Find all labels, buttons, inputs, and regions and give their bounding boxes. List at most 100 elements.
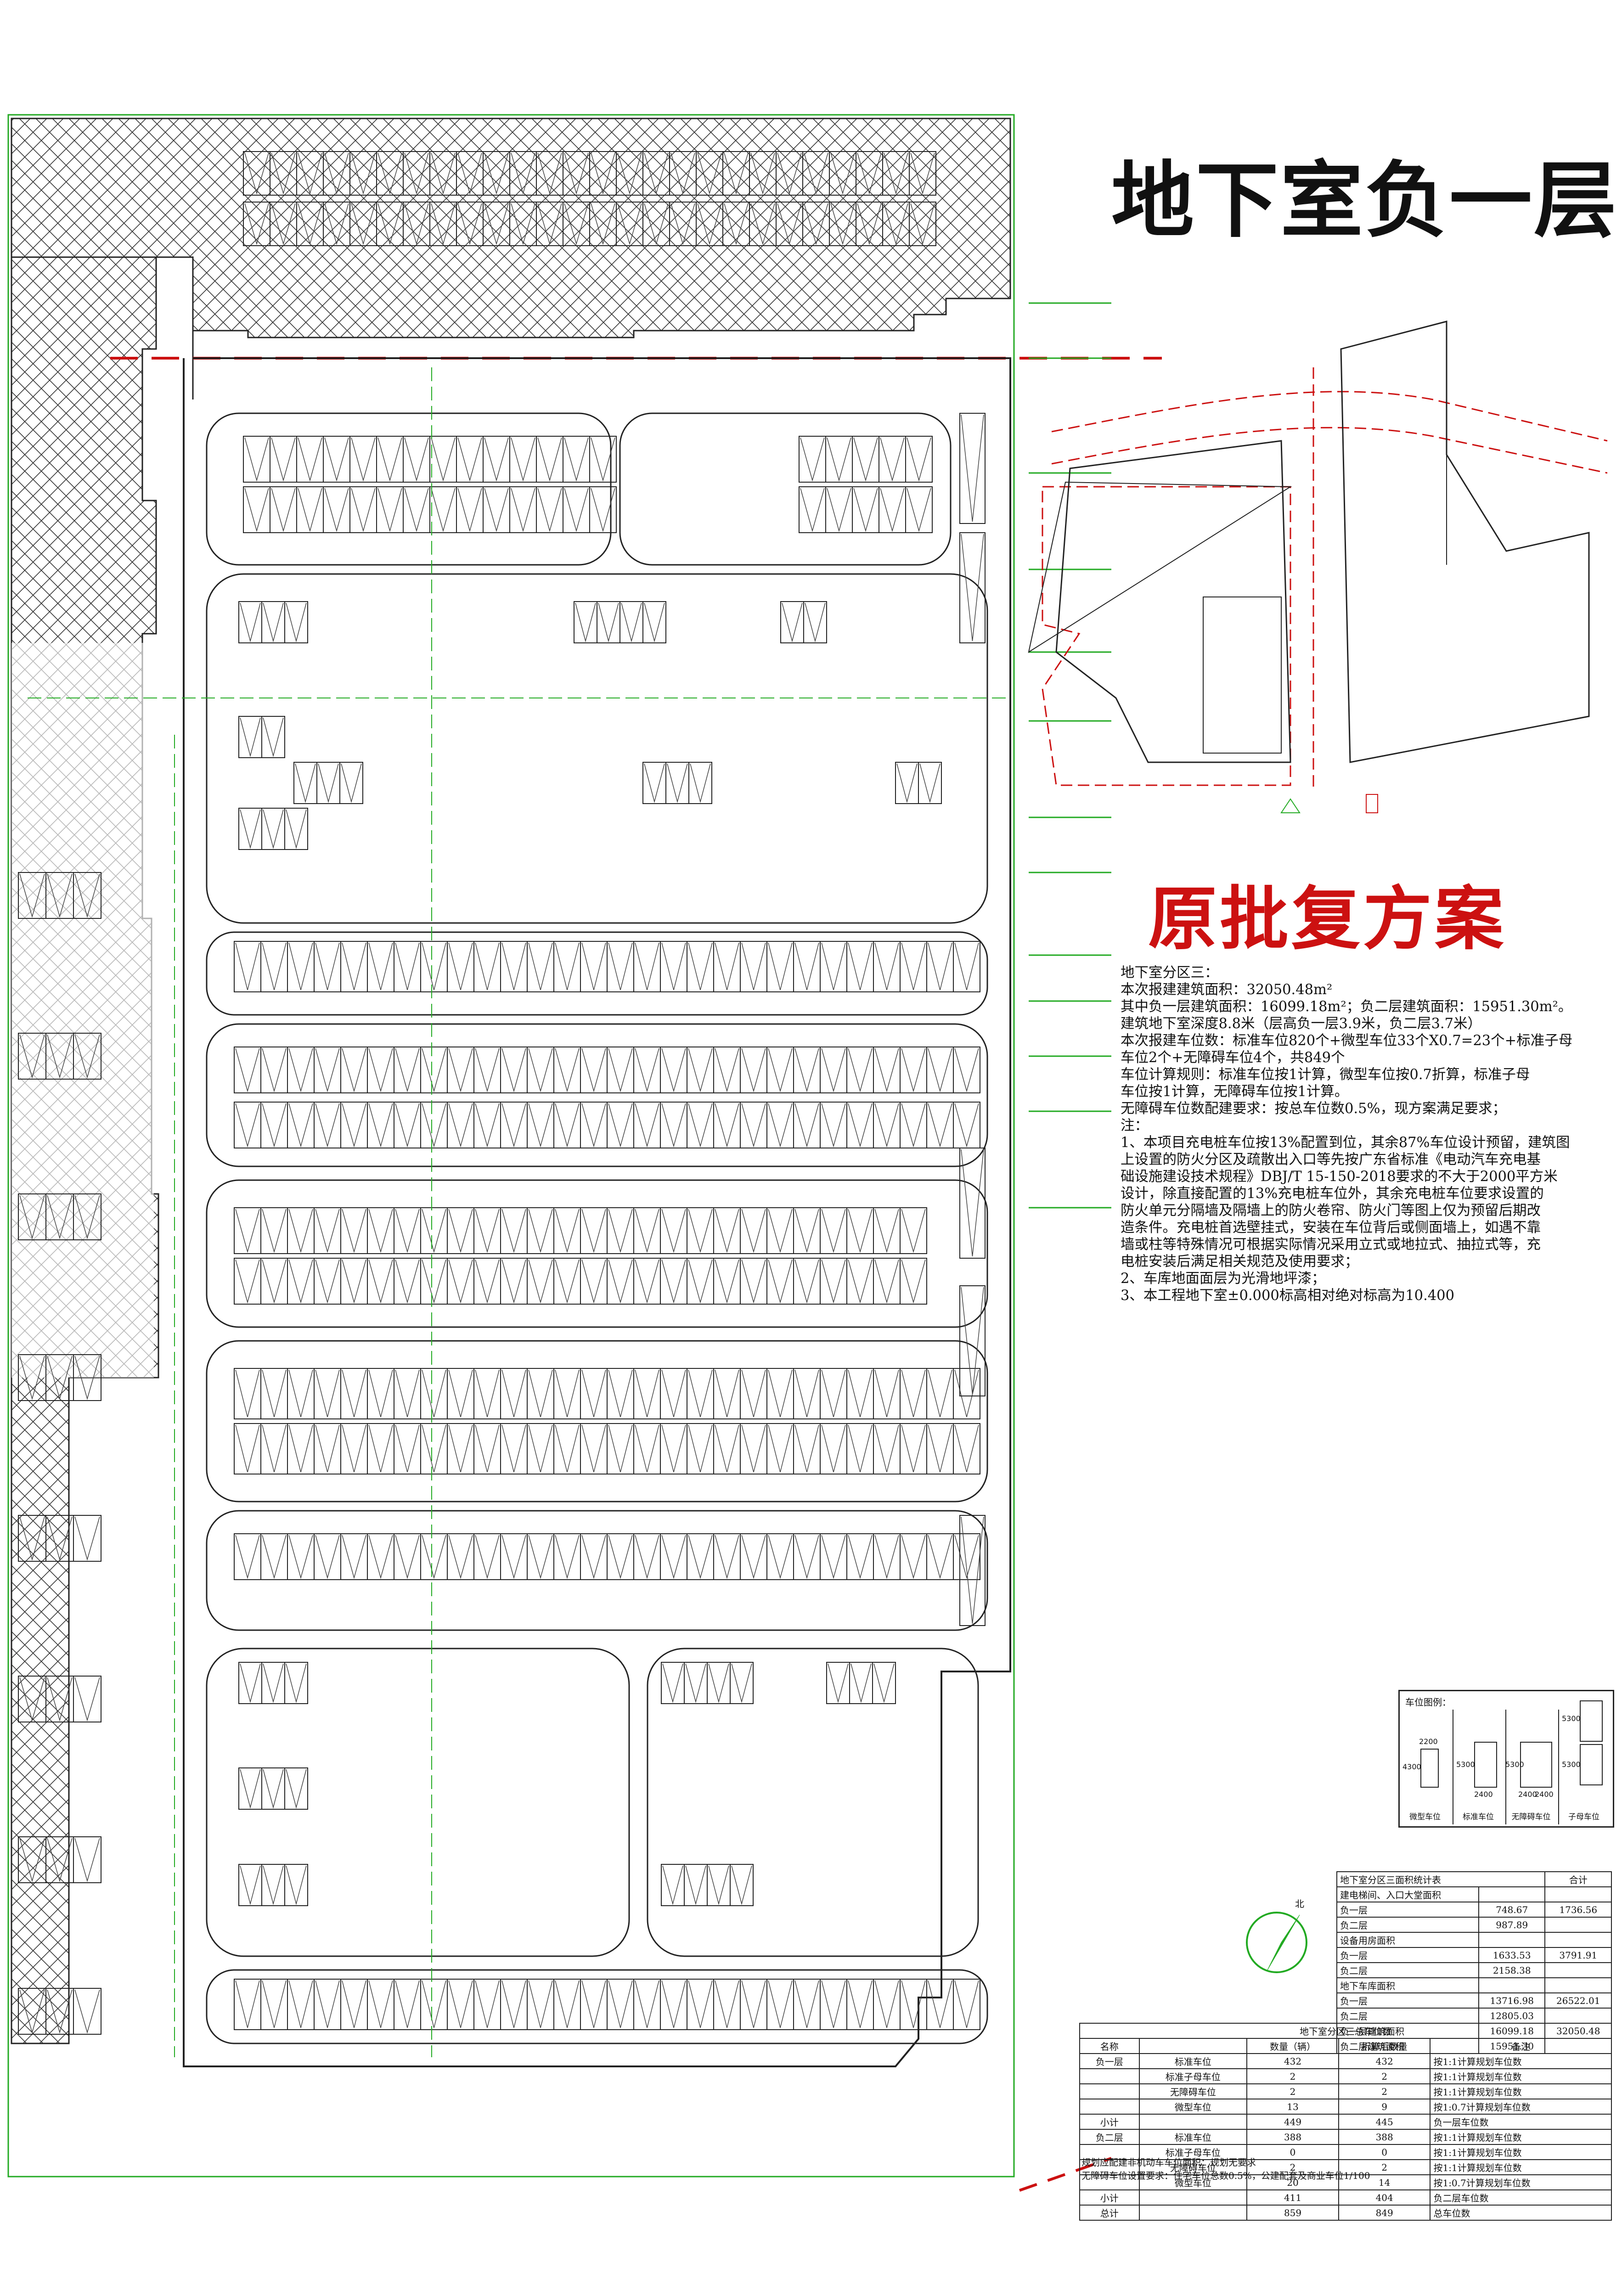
stall-marking [511, 437, 535, 482]
stall-marking [901, 1535, 926, 1579]
stall-marking [907, 437, 931, 482]
parking-stall [580, 1423, 608, 1474]
stall-marking [794, 1535, 819, 1579]
parking-stall [447, 941, 474, 992]
stall-marking [47, 1516, 73, 1561]
parking-stall [730, 1864, 754, 1906]
parking-stall [367, 1047, 394, 1093]
parking-stall [260, 941, 288, 992]
parking-stall [287, 941, 315, 992]
table-header-cell: 名称 [1079, 2038, 1140, 2054]
parking-stall [314, 1102, 341, 1148]
stall-marking [19, 1838, 45, 1882]
stall-marking [954, 1048, 979, 1092]
parking-stall [740, 1368, 767, 1419]
stall-marking [501, 942, 526, 990]
parking-stall [260, 1423, 288, 1474]
stall-marking [661, 1535, 686, 1579]
parking-stall [238, 1662, 262, 1704]
stall-marking [475, 1209, 500, 1253]
parking-stall [793, 1102, 821, 1148]
stall-marking [484, 488, 509, 532]
stall-marking [368, 1209, 393, 1253]
stall-marking [271, 152, 296, 195]
stall-marking [286, 1663, 307, 1703]
parking-stall [926, 1102, 954, 1148]
table-cell: 负二层 [1336, 2008, 1479, 2024]
table-cell: 负二层 [1336, 1962, 1479, 1978]
stall-marking [368, 1048, 393, 1092]
parking-stall [234, 1102, 261, 1148]
parking-stall [323, 436, 350, 483]
parking-stall [296, 486, 324, 533]
stall-marking [501, 1259, 526, 1304]
table-cell [1079, 2099, 1140, 2115]
parking-stall [553, 1533, 581, 1580]
stall-marking [422, 1048, 446, 1092]
parking-stall [394, 1533, 421, 1580]
parking-stall [633, 1207, 661, 1254]
parking-stall [500, 1047, 528, 1093]
stall-marking [564, 437, 589, 482]
stall-marking [821, 942, 846, 990]
stall-marking [475, 1424, 500, 1473]
parking-stall [420, 941, 448, 992]
stall-marking [880, 437, 905, 482]
stall-marking [288, 1103, 313, 1148]
parking-stall [713, 1258, 741, 1305]
table-cell: 449 [1246, 2114, 1339, 2130]
stall-marking [688, 1424, 713, 1473]
parking-stall [284, 808, 308, 850]
stall-marking [19, 873, 45, 918]
parking-stall [953, 1423, 980, 1474]
stall-marking [377, 437, 402, 482]
parking-stall [799, 486, 826, 533]
table-cell [1544, 1917, 1612, 1933]
parking-stall [287, 1102, 315, 1148]
parking-stall [597, 601, 620, 643]
parking-stall [793, 1368, 821, 1419]
table-cell [1138, 2189, 1248, 2206]
stall-marking [688, 1259, 713, 1304]
stall-marking [484, 437, 509, 482]
stall-marking [368, 942, 393, 990]
parking-stall [740, 1423, 767, 1474]
parking-stall [620, 601, 643, 643]
parking-stall [429, 436, 457, 483]
parking-stall [260, 1258, 288, 1305]
parking-stall [261, 601, 285, 643]
stall-marking [961, 414, 984, 522]
north-label: 北 [1295, 1898, 1304, 1909]
stall-marking [528, 1369, 553, 1418]
stall-marking [422, 942, 446, 990]
table-cell: 总计 [1079, 2205, 1140, 2221]
stall-marking [19, 1356, 45, 1400]
parking-stall [243, 486, 270, 533]
stall-marking [644, 203, 669, 245]
stall-marking [377, 488, 402, 532]
parking-stall [261, 1767, 285, 1810]
parking-stall [633, 1423, 661, 1474]
parking-stall [314, 1368, 341, 1419]
parking-stall [456, 436, 484, 483]
stall-marking [954, 1369, 979, 1418]
note-line: 墙或柱等特殊情况可根据实际情况采用立式或地拉式、抽拉式等，充 [1121, 1237, 1541, 1253]
parking-stall [340, 1207, 368, 1254]
stall-marking [74, 1034, 100, 1079]
stall-marking [244, 437, 269, 482]
stall-marking [395, 1424, 420, 1473]
table-cell: 微型车位 [1138, 2099, 1248, 2115]
stall-marking [235, 1980, 260, 2028]
parking-stall [580, 1368, 608, 1419]
table-cell [1138, 2114, 1248, 2130]
parking-stall [314, 1979, 341, 2030]
stall-marking [581, 1369, 606, 1418]
parking-stall [607, 1258, 634, 1305]
parking-stall [420, 1102, 448, 1148]
parking-stall [895, 762, 919, 804]
stall-marking [448, 1048, 473, 1092]
stall-marking [688, 1103, 713, 1148]
stall-marking [805, 602, 826, 642]
